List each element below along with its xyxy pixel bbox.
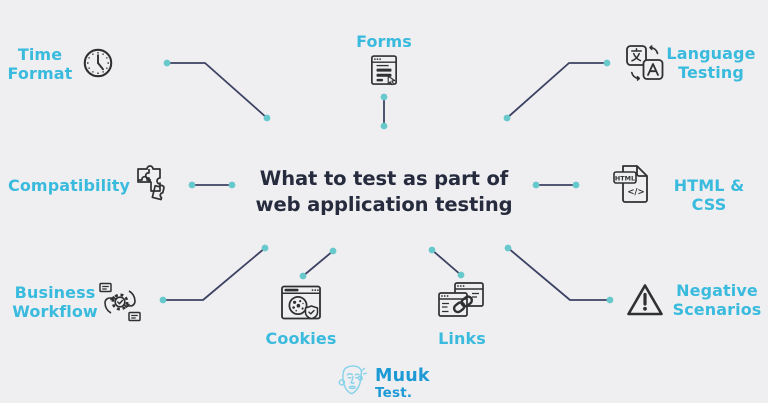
- translate-icon: [625, 44, 665, 82]
- connector-html-css: [532, 181, 580, 189]
- label-time-format: Time Format: [7, 45, 73, 83]
- clock-icon: [81, 46, 115, 80]
- connector-links: [428, 246, 465, 279]
- label-compatibility: Compatibility: [8, 176, 131, 195]
- label-forms: Forms: [356, 32, 412, 51]
- label-language-testing: Language Testing: [666, 44, 756, 82]
- page-title-line1: What to test as part of: [259, 167, 509, 190]
- label-links: Links: [438, 329, 486, 348]
- workflow-gear-icon: [98, 281, 142, 323]
- puzzle-icon: [133, 164, 173, 204]
- label-negative-scenarios: Negative Scenarios: [672, 281, 762, 319]
- label-business-workflow: Business Workflow: [12, 283, 98, 321]
- svg-text:</>: </>: [627, 188, 644, 198]
- cookie-browser-icon: [280, 283, 322, 324]
- page-title: What to test as part of web application …: [0, 166, 768, 218]
- connector-cookies: [299, 247, 337, 280]
- connector-business-workflow: [159, 244, 269, 304]
- connector-negative-scenarios: [504, 244, 614, 304]
- html-file-icon: HTML </>: [613, 164, 651, 204]
- muuktest-face-icon: [336, 361, 368, 403]
- connector-language-testing: [503, 59, 611, 122]
- connector-time-format: [163, 59, 271, 122]
- muuktest-wordmark: Muuk Test.: [375, 366, 430, 401]
- warning-triangle-icon: [625, 281, 665, 318]
- label-html-css: HTML & CSS: [673, 176, 745, 214]
- page-title-line2: web application testing: [255, 193, 513, 216]
- link-windows-icon: [437, 281, 485, 325]
- muuktest-logo: Muuk Test.: [336, 361, 430, 403]
- connector-compatibility: [188, 181, 236, 189]
- label-cookies: Cookies: [265, 329, 337, 348]
- form-document-icon: [370, 54, 398, 88]
- svg-text:HTML: HTML: [615, 174, 635, 182]
- connector-forms: [380, 93, 388, 130]
